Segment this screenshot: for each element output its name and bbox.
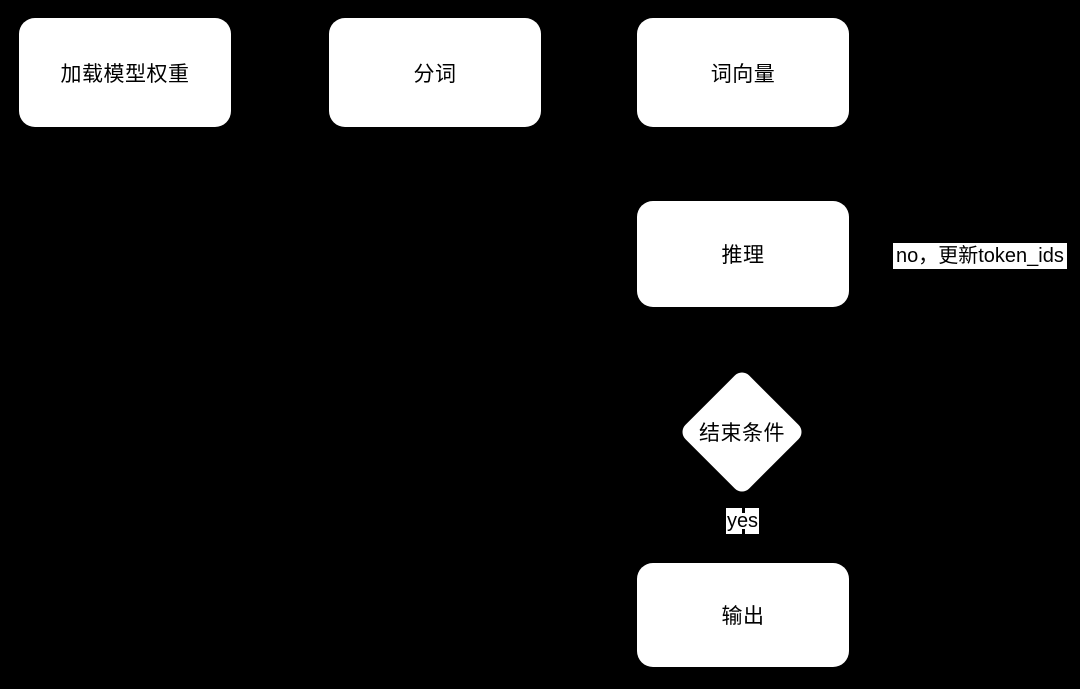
- node-word-vector: 词向量: [637, 18, 849, 127]
- edge-label-no-update-token-ids: no，更新token_ids: [893, 243, 1067, 269]
- node-end-condition-diamond: 结束条件: [678, 368, 806, 496]
- node-inference-label: 推理: [721, 244, 765, 267]
- node-output: 输出: [637, 563, 849, 667]
- node-load-model-weights-label: 加载模型权重: [60, 62, 190, 86]
- node-word-vector-label: 词向量: [710, 62, 776, 86]
- edge-label-yes-text: yes: [726, 510, 759, 532]
- connector-line-tick-bottom: [742, 529, 745, 534]
- node-end-condition-label: 结束条件: [699, 422, 785, 445]
- edge-label-yes: yes: [726, 508, 759, 534]
- node-load-model-weights: 加载模型权重: [19, 18, 231, 127]
- node-tokenize: 分词: [329, 18, 541, 127]
- connector-line-tick-top: [742, 508, 745, 513]
- node-output-label: 输出: [721, 605, 765, 628]
- node-tokenize-label: 分词: [413, 62, 457, 86]
- node-inference: 推理: [637, 201, 849, 307]
